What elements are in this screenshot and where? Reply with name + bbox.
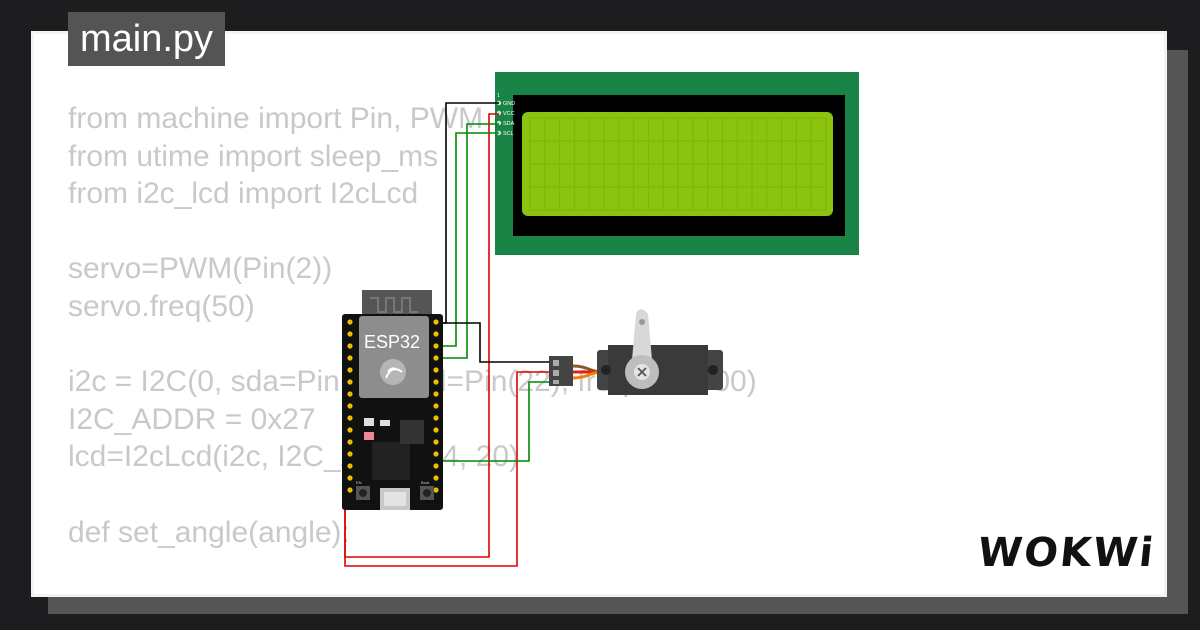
esp32-pin-right[interactable] xyxy=(433,379,439,385)
esp32-pin-right[interactable] xyxy=(433,331,439,337)
esp32-pin-right[interactable] xyxy=(433,355,439,361)
servo-motor[interactable] xyxy=(549,309,723,395)
esp32-pin-left[interactable] xyxy=(347,451,353,457)
esp32-pin-right[interactable] xyxy=(433,427,439,433)
code-line: from machine import Pin, PWM xyxy=(68,102,484,135)
lcd-pin-one-marker: 1 xyxy=(497,93,500,99)
esp32-board[interactable]: ESP32 EN Boot xyxy=(342,290,443,510)
esp32-label: ESP32 xyxy=(364,332,420,352)
esp32-pin-left[interactable] xyxy=(347,391,353,397)
esp32-pin-left[interactable] xyxy=(347,487,353,493)
code-line: def set_angle(angle): xyxy=(68,515,350,549)
lcd-pin-label: GND xyxy=(503,101,515,107)
esp32-pin-left[interactable] xyxy=(347,367,353,373)
esp32-pin-right[interactable] xyxy=(433,319,439,325)
esp32-pin-right[interactable] xyxy=(433,439,439,445)
esp32-pin-left[interactable] xyxy=(347,463,353,469)
esp32-pin-left[interactable] xyxy=(347,355,353,361)
boot-button-label: Boot xyxy=(421,480,430,485)
servo-connector xyxy=(549,356,573,386)
wokwi-logo: WOKWi xyxy=(975,530,1158,576)
code-line: servo.freq(50) xyxy=(68,289,255,323)
code-line: from i2c_lcd import I2cLcd xyxy=(68,177,419,211)
espressif-logo-icon xyxy=(380,359,406,385)
esp32-pin-right[interactable] xyxy=(433,487,439,493)
esp32-pin-left[interactable] xyxy=(347,475,353,481)
lcd-pin-label: SDA xyxy=(503,121,515,127)
esp32-pin-left[interactable] xyxy=(347,331,353,337)
esp32-pin-left[interactable] xyxy=(347,427,353,433)
esp32-pin-left[interactable] xyxy=(347,379,353,385)
code-line: I2C_ADDR = 0x27 xyxy=(68,402,316,436)
servo-horn xyxy=(632,309,652,360)
esp32-usb-chip xyxy=(372,442,410,480)
esp32-pin-right[interactable] xyxy=(433,463,439,469)
code-line: servo=PWM(Pin(2)) xyxy=(68,252,333,286)
servo-wires xyxy=(344,322,552,567)
lcd-pin-label: SCL xyxy=(503,131,514,137)
code-preview: from machine import Pin, PWM from utime i… xyxy=(68,100,757,551)
esp32-pin-right[interactable] xyxy=(433,391,439,397)
esp32-pin-left[interactable] xyxy=(347,343,353,349)
esp32-pin-right[interactable] xyxy=(433,367,439,373)
code-line: from utime import sleep_ms xyxy=(68,139,439,173)
esp32-pin-right[interactable] xyxy=(433,403,439,409)
file-tab[interactable]: main.py xyxy=(68,12,226,66)
esp32-pin-right[interactable] xyxy=(433,475,439,481)
esp32-pin-left[interactable] xyxy=(347,439,353,445)
esp32-pin-right[interactable] xyxy=(433,451,439,457)
esp32-pin-right[interactable] xyxy=(433,343,439,349)
esp32-module xyxy=(359,316,429,398)
lcd-display[interactable]: 1 GND VCC SDA SCL xyxy=(495,72,859,255)
esp32-pin-left[interactable] xyxy=(347,403,353,409)
esp32-pin-right[interactable] xyxy=(433,415,439,421)
en-button-label: EN xyxy=(356,480,362,485)
esp32-pin-left[interactable] xyxy=(347,415,353,421)
esp32-regulator xyxy=(400,420,424,444)
lcd-pin-label: VCC xyxy=(503,111,515,117)
esp32-pin-left[interactable] xyxy=(347,319,353,325)
